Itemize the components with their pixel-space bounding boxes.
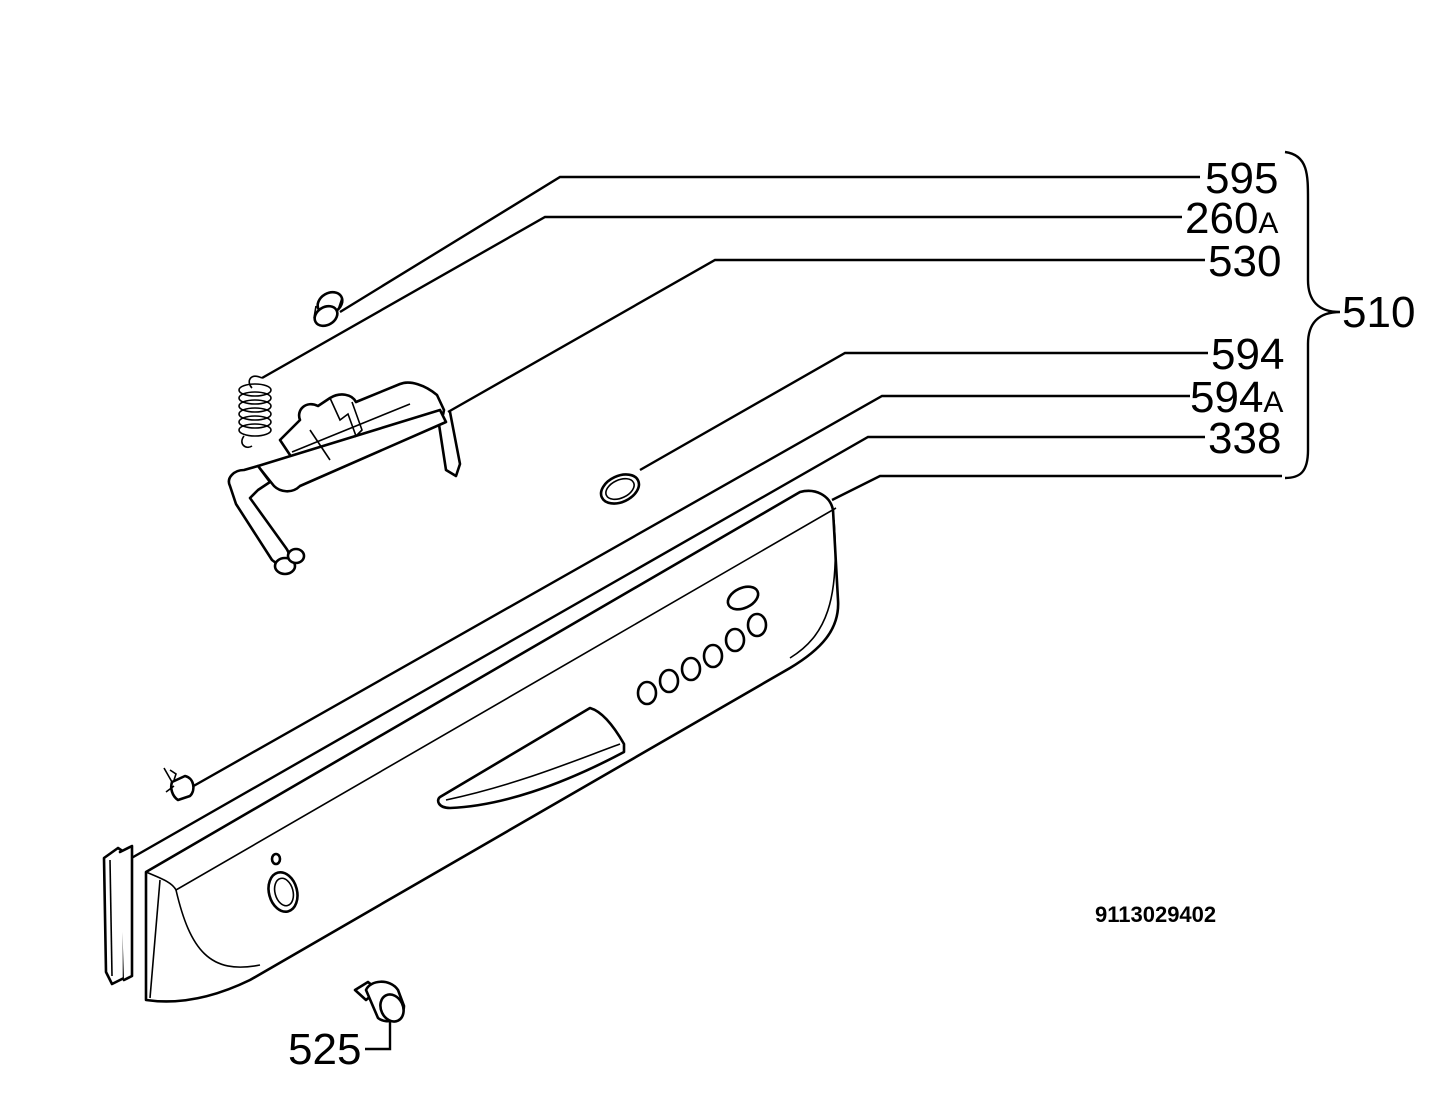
part-338-control-panel — [144, 489, 840, 1003]
part-530-latch — [227, 381, 462, 576]
group-label-510: 510 — [1342, 288, 1415, 337]
callout-labels: 595 260A 530 594 594A 338 525 510 — [288, 154, 1415, 1074]
part-594a-pin — [163, 767, 195, 802]
part-260a-spring — [238, 375, 272, 449]
callout-338: 338 — [1208, 414, 1281, 463]
group-brace — [1284, 150, 1341, 480]
callout-530: 530 — [1208, 237, 1281, 286]
callout-594a: 594A — [1190, 373, 1283, 422]
leader-594 — [639, 351, 1208, 472]
leader-594a — [189, 394, 1190, 790]
leader-338-lower — [831, 474, 1282, 502]
callout-595: 595 — [1205, 154, 1278, 203]
leader-338-upper — [127, 435, 1205, 862]
document-number: 9113029402 — [1095, 902, 1216, 927]
callout-594: 594 — [1211, 330, 1284, 379]
part-end-cap — [102, 844, 134, 986]
leader-lines — [127, 175, 1282, 1051]
callout-260a: 260A — [1185, 194, 1278, 243]
callout-525: 525 — [288, 1025, 361, 1074]
leader-260a — [261, 215, 1182, 380]
part-594-ring — [599, 473, 641, 505]
part-525-knob — [353, 980, 406, 1023]
leader-530 — [447, 258, 1205, 414]
part-595-plug — [313, 290, 344, 328]
leader-595 — [339, 175, 1200, 314]
leader-525 — [365, 1022, 392, 1051]
